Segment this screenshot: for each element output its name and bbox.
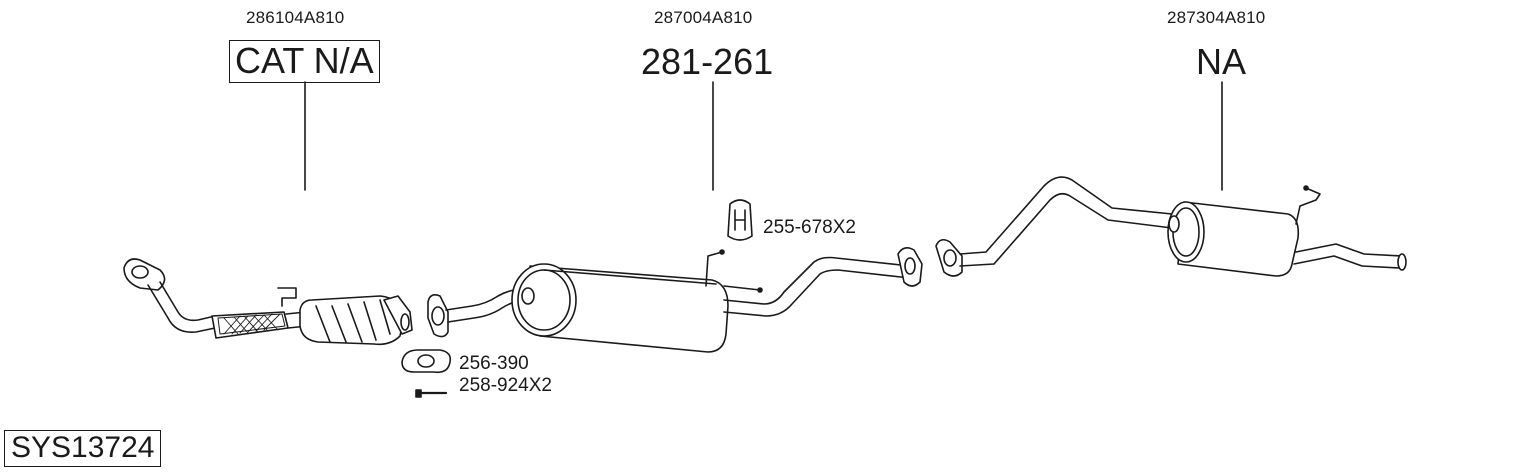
part-label-middle-silencer: 281-261 — [641, 41, 774, 82]
oem-number-middle-silencer: 287004A810 — [654, 8, 753, 27]
rear-silencer-assembly — [935, 176, 1407, 277]
accessory-label-gasket: 256-390 — [459, 353, 529, 374]
accessory-label-hanger: 255-678X2 — [763, 217, 856, 238]
part-label-catalyst: CAT N/A — [229, 40, 380, 83]
hanger-clamp-icon — [727, 199, 753, 241]
catalytic-converter-assembly — [123, 258, 413, 346]
bolt-icon — [415, 389, 448, 398]
gasket-icon — [401, 349, 452, 374]
oem-number-catalyst: 286104A810 — [246, 8, 345, 27]
middle-silencer-assembly — [427, 246, 923, 353]
oem-number-rear-silencer: 287304A810 — [1167, 8, 1266, 27]
system-id-box: SYS13724 — [4, 430, 162, 467]
accessory-label-bolt: 258-924X2 — [459, 375, 552, 396]
part-label-rear-silencer: NA — [1196, 41, 1247, 82]
